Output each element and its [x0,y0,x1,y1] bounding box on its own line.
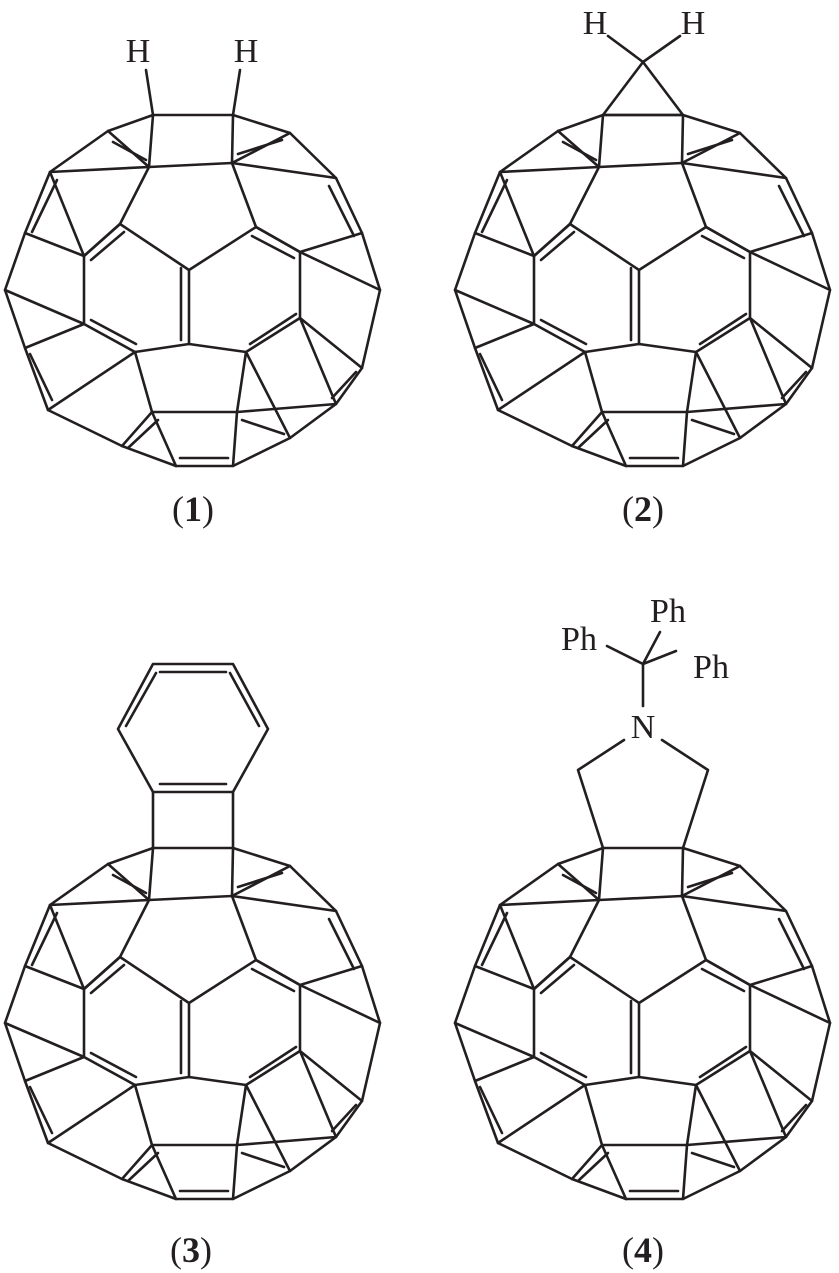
c60-cage [3,113,382,468]
hydrogen-atom-left: H [126,33,151,70]
hydrogen-atom-right: H [234,33,259,70]
hydrogen-atom-right: H [681,5,706,42]
hydrogen-atom-left: H [583,5,608,42]
c60-cage [453,113,832,468]
compound-label: (4) [622,1230,664,1270]
compound-label: (2) [622,489,664,529]
phenyl-group-left: Ph [561,621,597,658]
phenyl-group-top: Ph [650,593,686,630]
nitrogen-atom: N [631,709,656,746]
ch-bonds [144,68,242,117]
c60-cage [453,846,832,1201]
compound-3: (3) [3,662,382,1270]
compound-label: (3) [170,1230,212,1270]
pyrrolidine-ring [576,630,710,850]
c60-cage [3,846,382,1201]
phenyl-group-right: Ph [693,649,729,686]
compound-label: (1) [172,489,214,529]
benzocyclobutene-ring [116,662,270,850]
cyclopropane-ring [601,34,685,117]
compound-2: H H (2) [453,5,832,529]
compound-1: H H (1) [3,33,382,529]
compound-4: N Ph Ph Ph (4) [453,593,832,1270]
